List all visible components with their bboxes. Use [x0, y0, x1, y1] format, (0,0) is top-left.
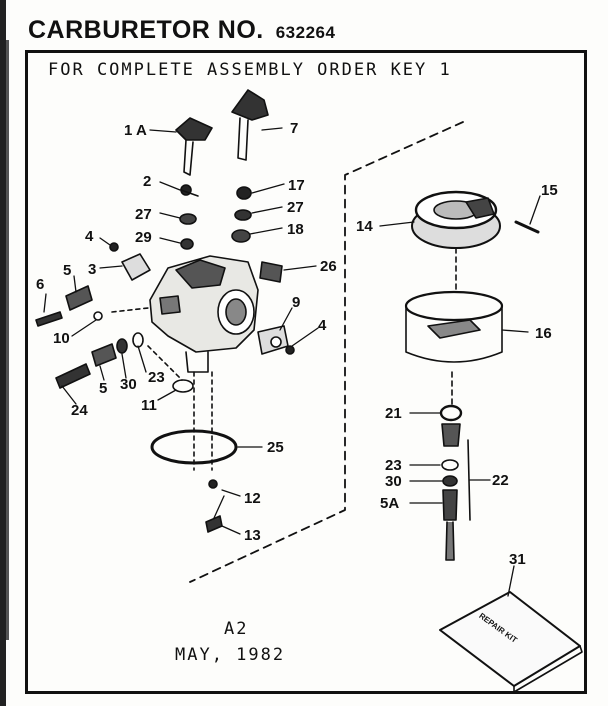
- dashed-group-boundary: [189, 121, 464, 583]
- part-label-27b: 27: [287, 199, 304, 216]
- part-label-11: 11: [141, 397, 157, 414]
- part-label-4a: 4: [85, 228, 94, 245]
- part-label-23a: 23: [148, 369, 165, 386]
- spring-part-17: [236, 186, 252, 200]
- screw-part-4a: [109, 242, 119, 252]
- part-label-4b: 4: [318, 317, 327, 334]
- washer-part-30b: [442, 475, 458, 487]
- choke-lever-part: [231, 89, 269, 161]
- spring-part-5a: [65, 285, 93, 311]
- part-label-1a: 1 A: [124, 122, 147, 139]
- part-label-30b: 30: [385, 473, 402, 490]
- part-label-16: 16: [535, 325, 552, 342]
- leader-lines: [43, 127, 541, 597]
- part-label-13: 13: [244, 527, 261, 544]
- spring-part-5b: [91, 343, 117, 367]
- part-label-24: 24: [71, 402, 88, 419]
- screw-part-6: [35, 311, 63, 327]
- assembly-note: FOR COMPLETE ASSEMBLY ORDER KEY 1: [48, 60, 452, 80]
- part-label-22: 22: [492, 472, 509, 489]
- needle-part-24: [55, 363, 91, 389]
- part-label-26: 26: [320, 258, 337, 275]
- carburetor-number: 632264: [275, 23, 336, 42]
- part-label-14: 14: [356, 218, 373, 235]
- footer-code: A2: [224, 619, 249, 639]
- part-label-21: 21: [385, 405, 402, 422]
- gasket-part-25: [150, 429, 238, 465]
- seat-part-11: [172, 379, 194, 393]
- part-label-6: 6: [36, 276, 45, 293]
- washer-part-30a: [116, 338, 128, 354]
- fitting-part-26: [259, 261, 283, 283]
- part-label-5b: 5: [99, 380, 108, 397]
- part-label-12: 12: [244, 490, 261, 507]
- part-label-27a: 27: [135, 206, 152, 223]
- carburetor-body: [149, 255, 283, 373]
- repair-kit-part-31: [439, 591, 583, 693]
- scan-edge-shadow: [6, 40, 9, 640]
- nut-part-22: [441, 423, 461, 447]
- part-label-10: 10: [53, 330, 70, 347]
- footer-date: MAY, 1982: [175, 645, 286, 665]
- screw-part-4b: [285, 345, 295, 355]
- part-label-15: 15: [541, 182, 558, 199]
- washer-part-27a: [179, 213, 197, 225]
- part-label-17: 17: [288, 177, 305, 194]
- diagram-frame: [25, 50, 587, 694]
- diagram-title: CARBURETOR NO. 632264: [28, 16, 335, 45]
- part-label-30a: 30: [120, 376, 137, 393]
- seal-part-18: [231, 229, 251, 243]
- part-label-3: 3: [88, 261, 97, 278]
- plate-part-3: [121, 253, 151, 281]
- title-text: CARBURETOR NO.: [28, 16, 264, 44]
- bowl-part-16: [404, 290, 504, 363]
- part-label-25: 25: [267, 439, 284, 456]
- seal-part-29: [180, 238, 194, 250]
- part-label-7: 7: [290, 120, 299, 137]
- part-label-5a: 5: [63, 262, 72, 279]
- part-label-29: 29: [135, 229, 152, 246]
- scan-edge-mark: [0, 0, 6, 706]
- float-part-14: [411, 190, 501, 249]
- washer-part-21: [439, 404, 463, 422]
- throttle-lever-part: [175, 117, 213, 176]
- part-label-31: 31: [509, 551, 526, 568]
- ball-part-12: [208, 479, 218, 489]
- part-label-9: 9: [292, 294, 301, 311]
- pin-part-15: [514, 220, 540, 234]
- part-label-23b: 23: [385, 457, 402, 474]
- washer-part-27b: [234, 209, 252, 221]
- washer-part-23a: [132, 332, 144, 348]
- washer-part-23b: [441, 459, 459, 471]
- part-label-2: 2: [143, 173, 152, 190]
- part-label-5a-kit: 5A: [380, 495, 400, 512]
- spring-part-5a-kit: [442, 489, 458, 521]
- part-label-18: 18: [287, 221, 304, 238]
- ring-part-10: [93, 311, 103, 321]
